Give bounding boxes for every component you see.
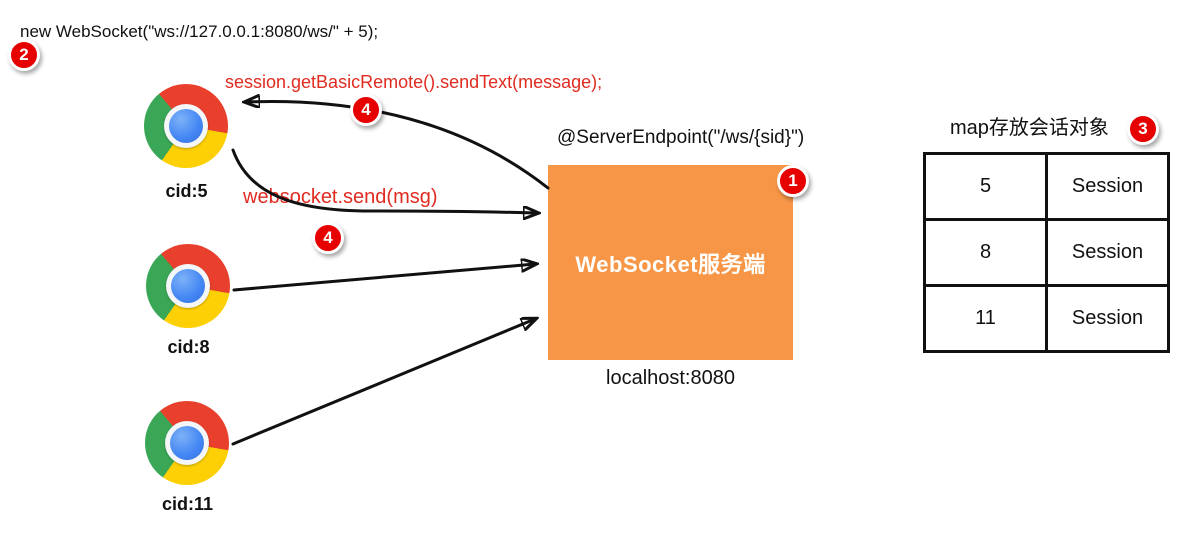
session-value-cell: Session [1045,152,1170,221]
chrome-icon-dot [169,109,203,143]
client-connect-code: new WebSocket("ws://127.0.0.1:8080/ws/" … [20,22,379,41]
session-value-cell: Session [1045,284,1170,353]
chrome-icon [145,401,229,485]
arrow-cid5-to-server [231,148,537,213]
chrome-icon [146,244,230,328]
arrow-cid8-to-server [232,264,535,292]
step-4-bottom-badge: 4 [312,222,344,254]
table-row: 11 Session [923,284,1170,353]
session-key-cell: 8 [923,218,1048,287]
client-cid8-label: cid:8 [167,337,210,357]
client-cid11-label: cid:11 [161,494,214,514]
step-1-badge: 1 [777,165,809,197]
chrome-icon [144,84,228,168]
chrome-icon-dot [170,426,204,460]
session-map-table: 5 Session 8 Session 11 Session [923,152,1170,353]
session-map-title: map存放会话对象 [950,117,1109,139]
arrow-cid11-to-server [231,319,535,446]
websocket-server-box: WebSocket服务端 [548,165,793,360]
step-3-badge: 3 [1127,113,1159,145]
session-key-cell: 5 [923,152,1048,221]
table-row: 5 Session [923,152,1170,221]
table-row: 8 Session [923,218,1170,287]
step-4-top-badge: 4 [350,94,382,126]
client-cid5-label: cid:5 [165,181,208,201]
server-endpoint-annotation: @ServerEndpoint("/ws/{sid}") [557,127,805,148]
session-key-cell: 11 [923,284,1048,353]
server-address: localhost:8080 [606,367,735,389]
chrome-icon-dot [171,269,205,303]
server-box-label: WebSocket服务端 [575,251,766,277]
server-push-code: session.getBasicRemote().sendText(messag… [225,72,603,92]
step-2-badge: 2 [8,39,40,71]
session-value-cell: Session [1045,218,1170,287]
arrow-server-to-cid5 [246,102,550,190]
